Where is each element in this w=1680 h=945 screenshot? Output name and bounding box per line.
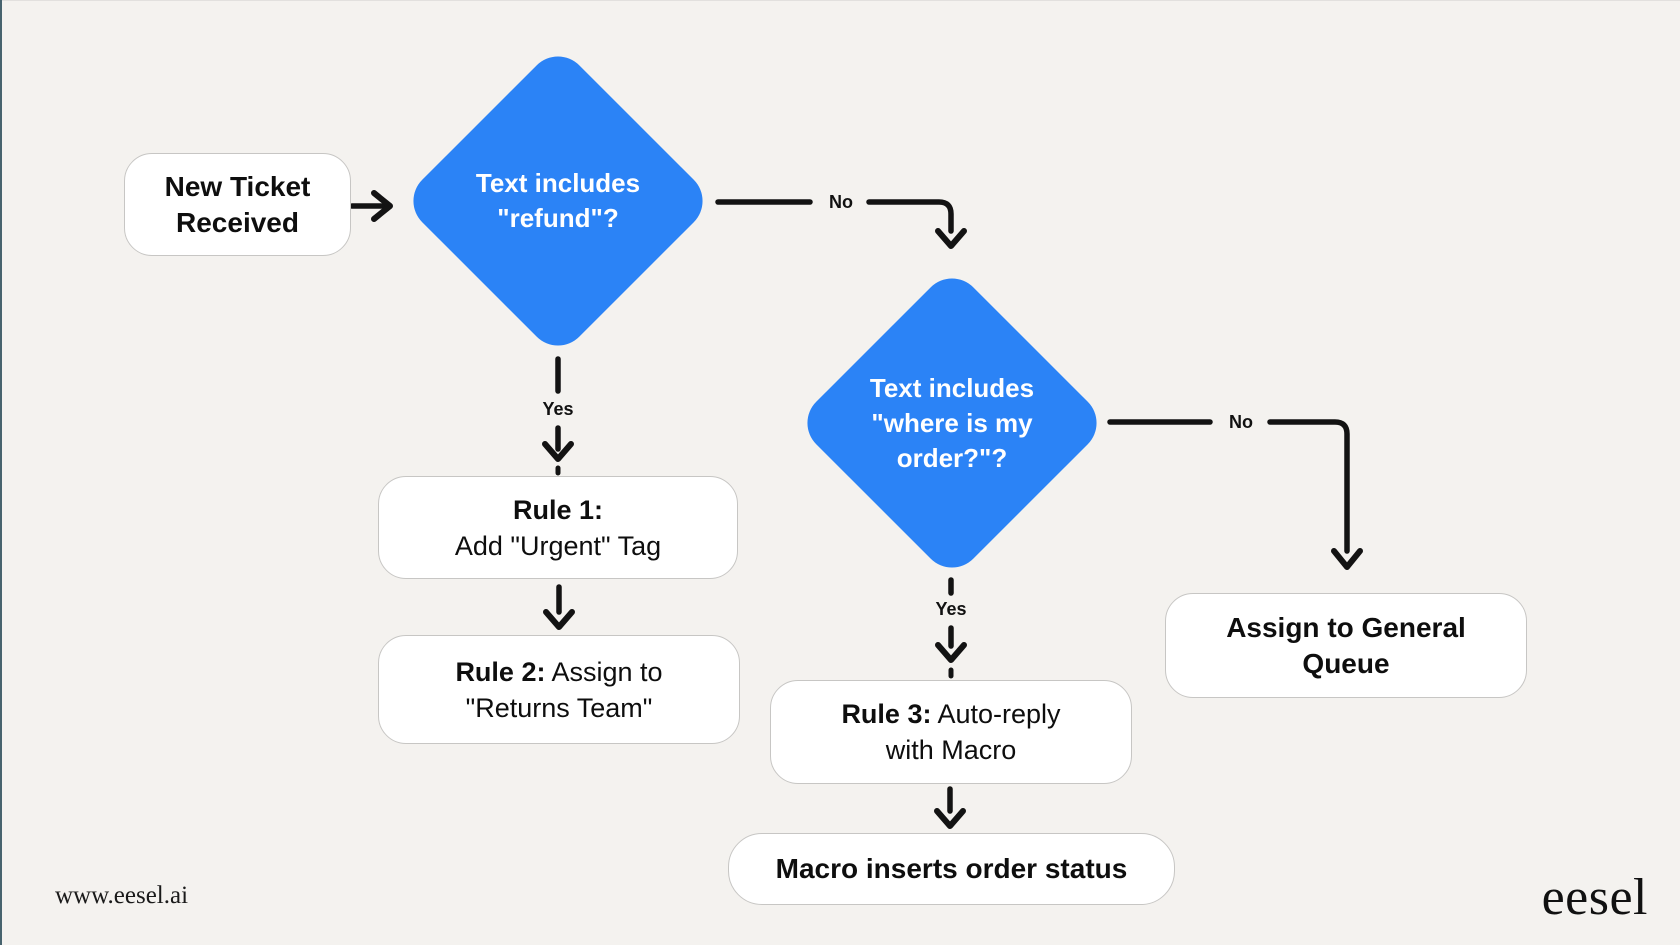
left-edge-accent	[0, 0, 2, 945]
edge-no-order-line2	[1267, 419, 1350, 554]
node-label: Received	[176, 206, 299, 238]
node-rule1-add-urgent-tag: Rule 1: Add "Urgent" Tag	[378, 476, 738, 579]
node-label: Assign to General	[1226, 611, 1466, 643]
decision-line: Text includes	[475, 168, 641, 198]
edge-yes-refund-arrowhead	[542, 441, 574, 462]
node-line: Rule 2: Assign to	[455, 654, 662, 690]
edge-no-refund-line2	[866, 199, 954, 234]
decision-line: order?"?	[896, 443, 1008, 473]
edge-label-yes-refund: Yes	[542, 399, 574, 419]
edge-no-order-arrowhead	[1331, 548, 1363, 570]
edge-rule3-macro-arrowhead	[934, 808, 966, 829]
rule-text: Auto-reply	[931, 699, 1061, 729]
node-line: with Macro	[885, 735, 1017, 765]
decision-order-label: Text includes "where is my order?"?	[802, 371, 1102, 476]
edge-rule1-rule2-arrowhead	[543, 609, 575, 630]
decision-line: "where is my	[871, 408, 1033, 438]
eesel-logo: eesel	[1541, 869, 1648, 926]
node-assign-general-queue: Assign to General Queue	[1165, 593, 1527, 698]
edge-no-refund-arrowhead	[935, 228, 967, 249]
decision-line: Text includes	[869, 373, 1035, 403]
rule-number: Rule 3:	[841, 699, 932, 729]
node-rule2-assign-returns-team: Rule 2: Assign to "Returns Team"	[378, 635, 740, 744]
node-macro-inserts-order-status: Macro inserts order status	[728, 833, 1175, 905]
decision-line: "refund"?	[497, 203, 619, 233]
rule-text: Assign to	[545, 656, 663, 687]
edge-label-no-refund: No	[829, 192, 853, 212]
rule-number: Rule 2:	[455, 656, 546, 687]
node-label: New Ticket	[164, 170, 311, 202]
node-line: Rule 3: Auto-reply	[841, 696, 1060, 732]
edge-start-arrowhead	[371, 190, 393, 222]
node-new-ticket-received: New Ticket Received	[124, 153, 351, 256]
node-line: Rule 1:	[513, 492, 603, 528]
node-label: Macro inserts order status	[775, 853, 1128, 884]
decision-refund-label: Text includes "refund"?	[408, 166, 708, 236]
website-url: www.eesel.ai	[55, 882, 189, 909]
node-line: "Returns Team"	[465, 692, 653, 723]
rule-number: Rule 1:	[512, 494, 604, 525]
top-hairline	[0, 0, 1680, 1]
edge-label-no-order: No	[1229, 412, 1253, 432]
edge-label-yes-order: Yes	[935, 599, 967, 619]
node-label: Queue	[1302, 647, 1390, 679]
node-rule3-auto-reply-macro: Rule 3: Auto-reply with Macro	[770, 680, 1132, 784]
node-line: Add "Urgent" Tag	[454, 530, 662, 561]
edge-yes-order-arrowhead	[935, 642, 967, 663]
